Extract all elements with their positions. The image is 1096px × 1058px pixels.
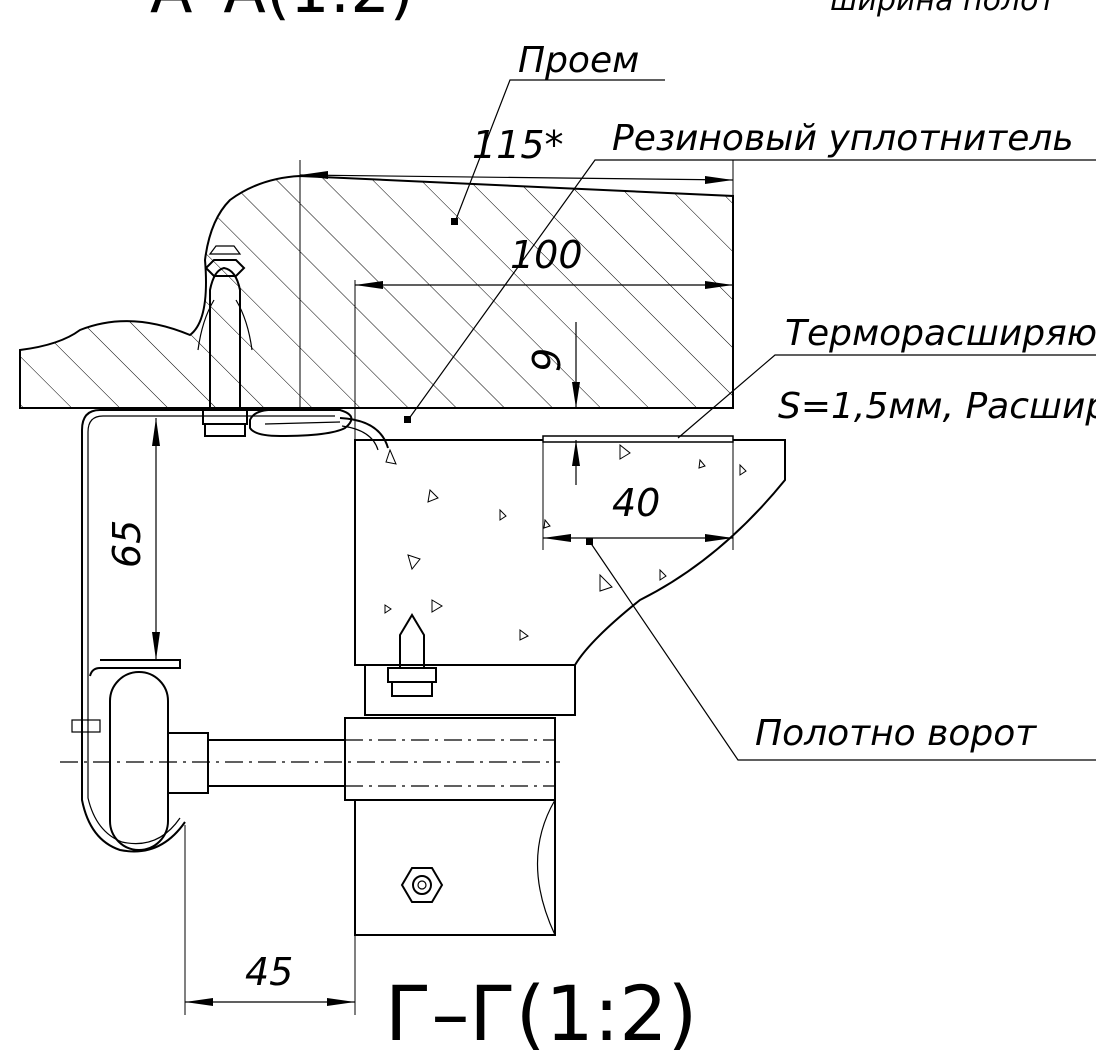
bolt xyxy=(387,613,437,697)
label-thermal-tape-line2: S=1,5мм, Расшире xyxy=(778,386,1096,427)
clamp-handle xyxy=(60,671,560,851)
rubber-seal xyxy=(249,408,389,451)
thermal-tape xyxy=(542,435,734,443)
dim-65: 65 xyxy=(105,520,149,568)
top-left-title: А–А(1:2) xyxy=(150,0,414,27)
lower-bracket xyxy=(354,664,576,936)
door-panel-block xyxy=(354,439,786,666)
dim-100: 100 xyxy=(510,233,583,277)
dim-45: 45 xyxy=(245,950,293,994)
label-rubber-seal: Резиновый уплотнитель xyxy=(612,118,1074,159)
dim-9: 9 xyxy=(525,348,569,372)
top-right-fragment: ширина полот xyxy=(830,0,1058,18)
frame-profile xyxy=(81,409,335,853)
dimension-lines xyxy=(152,160,734,1015)
dim-40: 40 xyxy=(612,481,660,525)
wall-opening xyxy=(19,174,734,409)
label-door-panel: Полотно ворот xyxy=(755,713,1037,754)
label-thermal-tape-line1: Терморасширяющ xyxy=(785,313,1096,354)
section-title: Г–Г(1:2) xyxy=(385,969,697,1058)
dim-115: 115* xyxy=(472,123,564,167)
label-opening: Проем xyxy=(518,40,639,81)
leader-lines xyxy=(404,79,1096,761)
anchor-dowel xyxy=(197,245,253,437)
